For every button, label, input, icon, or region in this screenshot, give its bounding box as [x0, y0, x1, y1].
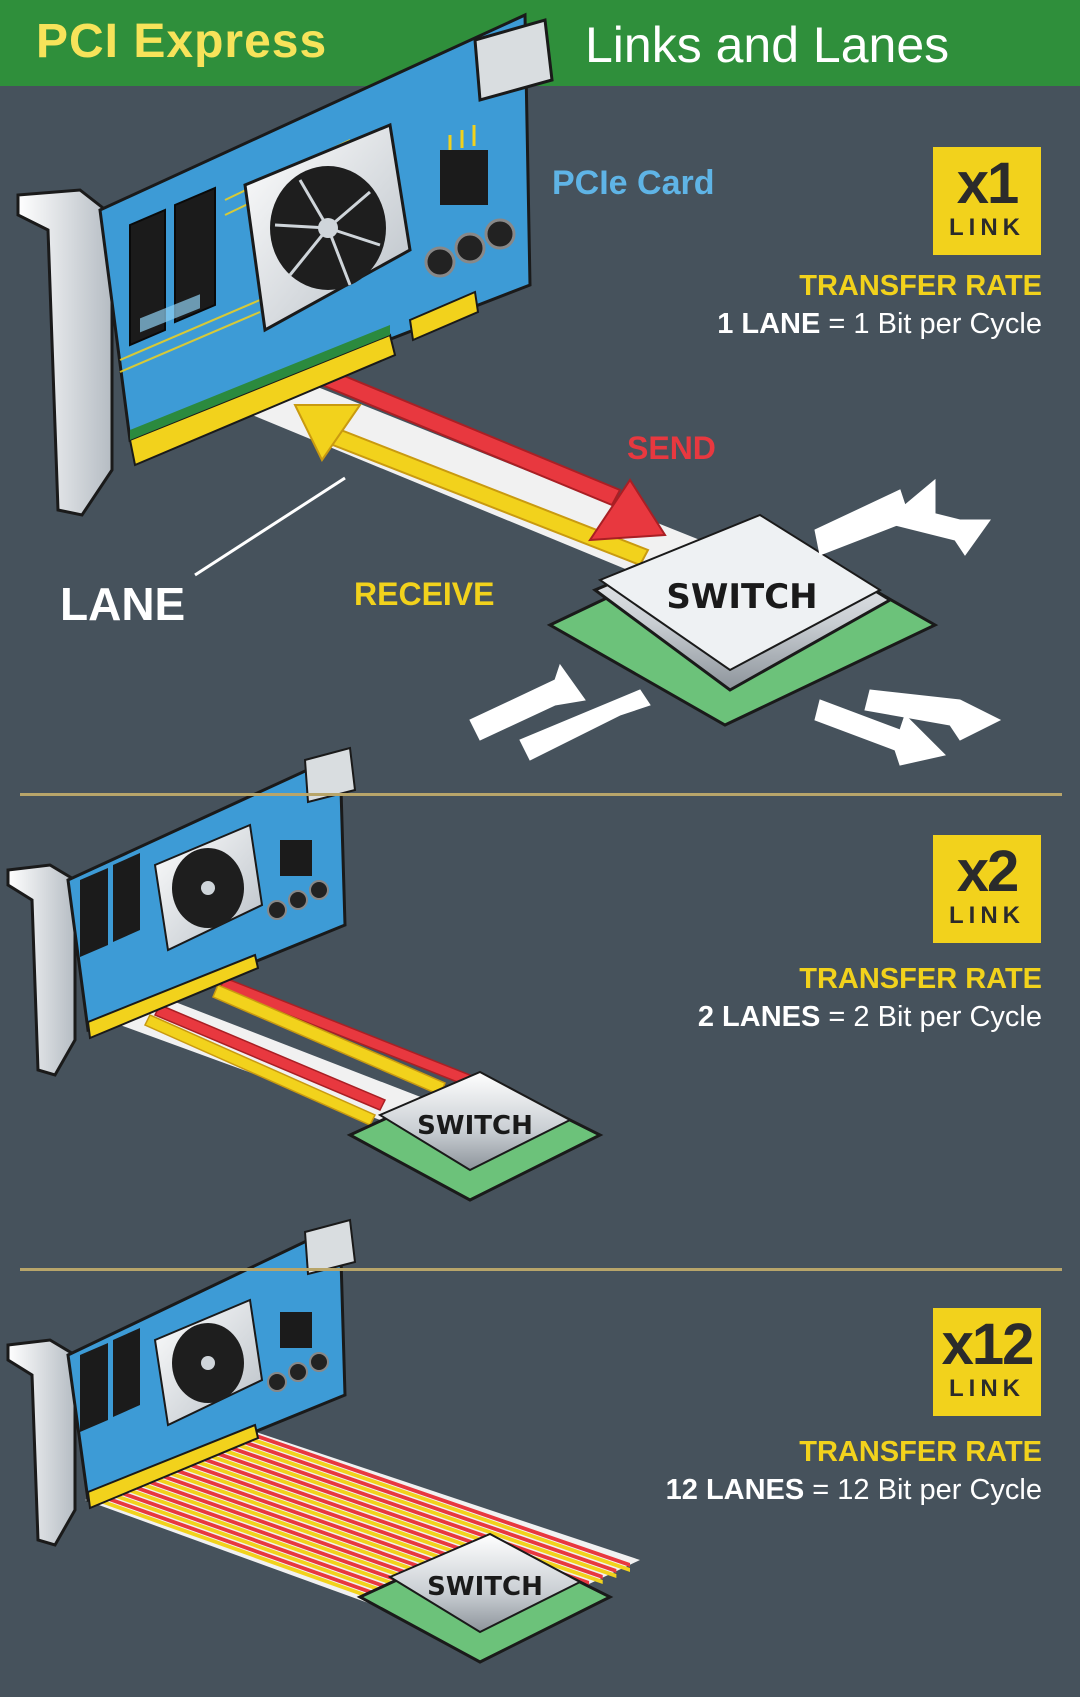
transfer-rate-title: TRANSFER RATE: [799, 1436, 1042, 1468]
receive-lane-line: [231, 1440, 617, 1578]
transfer-rate-line: 12 LANES = 12 Bit per Cycle: [666, 1474, 1042, 1507]
lane-pair-2: [143, 1004, 387, 1126]
card-bracket: [6, 863, 77, 1077]
lanes-count: 12 LANES: [665, 1474, 805, 1506]
title-pci-express: PCI Express: [36, 15, 328, 68]
equals-sign: =: [828, 308, 846, 340]
lane-pointer-line: [194, 476, 346, 577]
fan-icon: [153, 1298, 264, 1427]
link-badge-x1: x1 LINK: [933, 147, 1041, 255]
receive-arrow: [293, 404, 650, 567]
bits-per-cycle: 2 Bit per Cycle: [853, 1001, 1042, 1033]
transfer-rate-line: 2 LANES = 2 Bit per Cycle: [698, 1001, 1042, 1034]
pcie-card-label: PCIe Card: [552, 164, 715, 202]
title-links-and-lanes: Links and Lanes: [585, 17, 950, 73]
section-divider: [20, 1268, 1062, 1271]
lanes-count: 1 LANE: [717, 308, 821, 340]
link-multiplier: x1: [956, 151, 1020, 216]
transfer-rate-title: TRANSFER RATE: [799, 270, 1042, 302]
receive-label: RECEIVE: [354, 576, 495, 612]
switch-chip: SWITCH: [546, 513, 939, 727]
edge-connector: [128, 333, 397, 467]
transfer-rate-line: 1 LANE = 1 Bit per Cycle: [717, 308, 1042, 341]
section-x12-illustration: SWITCH: [6, 1218, 640, 1664]
equals-sign: =: [812, 1474, 830, 1506]
switch-chip: SWITCH: [346, 1070, 604, 1202]
link-word: LINK: [949, 902, 1025, 929]
link-badge-x12: x12 LINK: [933, 1308, 1041, 1416]
section-x1-illustration: SWITCH: [16, 12, 1002, 766]
fan-icon: [153, 823, 264, 952]
link-word: LINK: [949, 214, 1025, 241]
capacitor: [454, 232, 486, 264]
send-label: SEND: [627, 430, 716, 466]
bits-per-cycle: 12 Bit per Cycle: [837, 1474, 1042, 1506]
memory-chip: [174, 186, 216, 324]
card-top-connector: [473, 18, 554, 102]
memory-chip: [129, 208, 166, 347]
card-bracket: [16, 188, 114, 517]
switch-label: SWITCH: [666, 577, 817, 617]
capacitor: [424, 246, 456, 278]
lanes-count: 2 LANES: [697, 1001, 821, 1033]
send-lane-line: [245, 1430, 630, 1567]
equals-sign: =: [828, 1001, 846, 1033]
card-bracket: [6, 1338, 77, 1547]
send-lane-line: [231, 1435, 617, 1573]
section-divider: [20, 793, 1062, 796]
bits-per-cycle: 1 Bit per Cycle: [853, 308, 1042, 340]
ic-chip: [440, 150, 488, 205]
switch-chip: SWITCH: [356, 1532, 614, 1664]
link-multiplier: x2: [956, 839, 1020, 904]
link-multiplier: x12: [941, 1312, 1035, 1377]
transfer-rate-title: TRANSFER RATE: [799, 963, 1042, 995]
receive-lane-line: [245, 1435, 630, 1572]
fan-icon: [243, 122, 412, 333]
edge-connector-key: [408, 290, 480, 342]
switch-label: SWITCH: [427, 1572, 543, 1602]
switch-label: SWITCH: [417, 1111, 533, 1141]
switch-traffic-arrows: [469, 478, 1002, 766]
section-x2-illustration: SWITCH: [6, 746, 604, 1202]
link-badge-x2: x2 LINK: [933, 835, 1041, 943]
lane-label: LANE: [60, 578, 186, 630]
link-word: LINK: [949, 1375, 1025, 1402]
capacitor: [484, 218, 516, 250]
